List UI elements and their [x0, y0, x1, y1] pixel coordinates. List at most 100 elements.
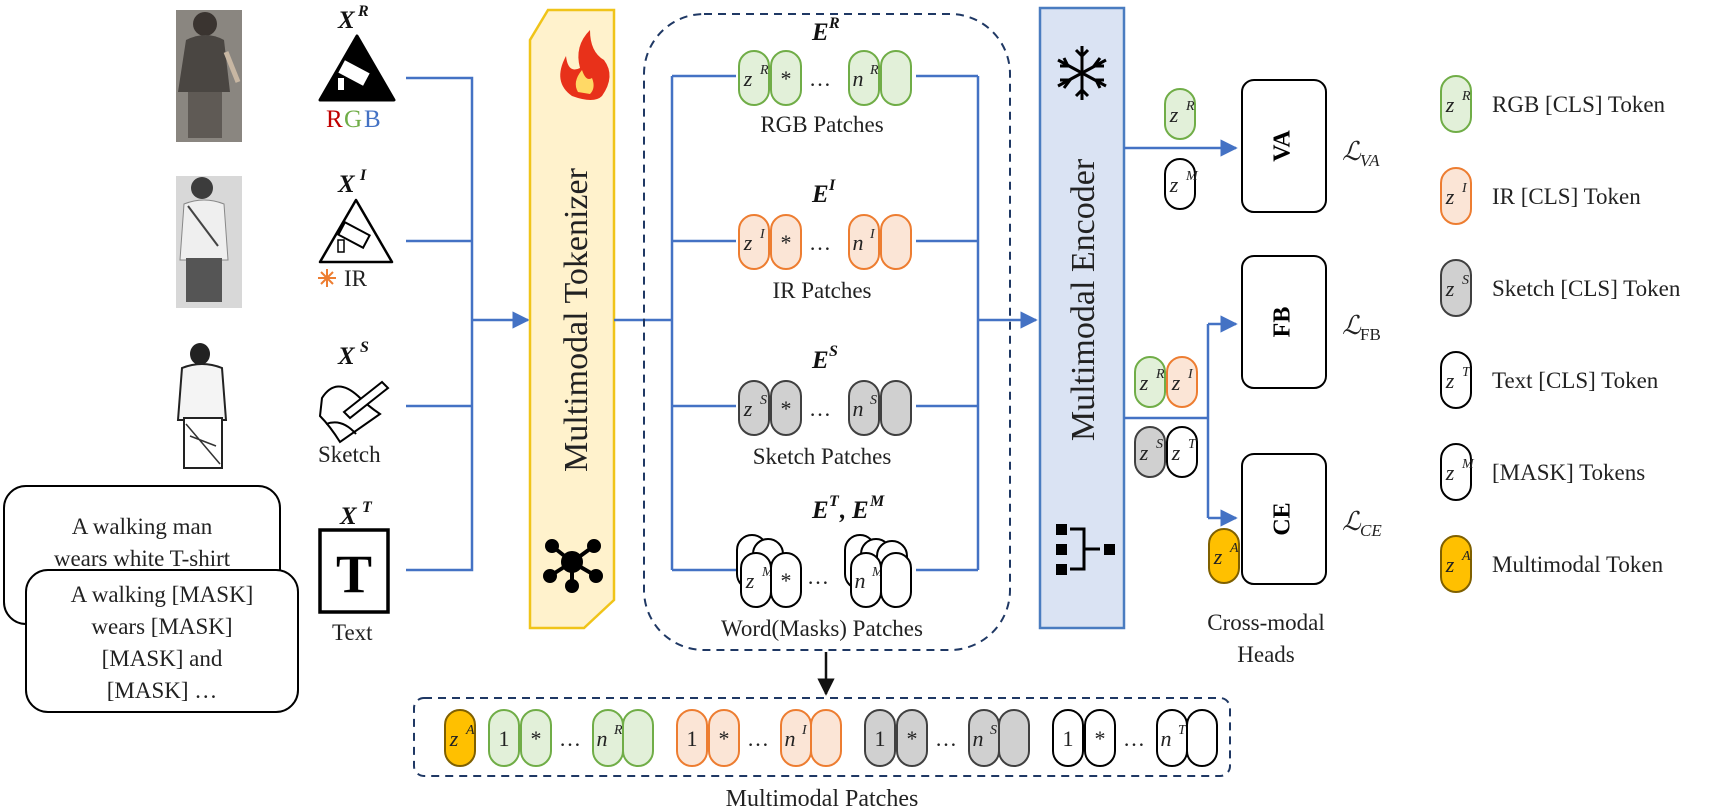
- embedding-label: Sketch Patches: [753, 444, 892, 469]
- text-label: Text: [332, 620, 373, 645]
- hierarchy-icon: [1056, 524, 1115, 575]
- token-text: *: [781, 230, 792, 255]
- loss-fb-sub: FB: [1360, 325, 1381, 344]
- mm-token-last-pad: [1186, 709, 1218, 767]
- embedding-title-sup: R: [828, 15, 840, 32]
- token-last-pad: [880, 552, 912, 608]
- legend-label: Sketch [CLS] Token: [1492, 276, 1681, 301]
- multimodal-encoder: Multimodal Encoder: [1038, 6, 1126, 630]
- sketch-symbol: X: [337, 343, 356, 370]
- token-sup: T: [1462, 365, 1471, 380]
- embedding-label: IR Patches: [772, 278, 871, 303]
- token-sup: T: [1178, 723, 1187, 738]
- rgb-modality: X R R G B: [318, 3, 396, 133]
- snowflake-icon: [1057, 46, 1107, 100]
- head-va: VA ℒ VA: [1241, 79, 1380, 213]
- head-connectors: [1124, 139, 1238, 527]
- token-text: 1: [1063, 726, 1074, 751]
- token-letter: z: [743, 66, 753, 91]
- text-document-icon: [318, 528, 390, 614]
- token-text: *: [531, 726, 542, 751]
- token-letter: z: [1445, 368, 1455, 393]
- ir-modality: X I IR: [318, 167, 394, 291]
- token-sup: S: [870, 393, 877, 408]
- ir-sup: I: [359, 167, 367, 184]
- token-text: *: [907, 726, 918, 751]
- token-letter: n: [855, 568, 866, 593]
- token-text: *: [1095, 726, 1106, 751]
- head-fb: FB ℒ FB: [1241, 255, 1381, 389]
- network-hub-icon: [543, 539, 603, 593]
- token-letter: z: [1445, 460, 1455, 485]
- rgb-label-b: B: [364, 106, 381, 133]
- mm-token-last-pad: [998, 709, 1030, 767]
- mm-token-star: *: [1084, 709, 1116, 767]
- token-letter: n: [973, 726, 984, 751]
- token-dots: …: [807, 564, 829, 589]
- token-sup: R: [759, 63, 769, 78]
- loss-ce-sub: CE: [1360, 521, 1382, 540]
- embedding-title: E: [811, 19, 829, 46]
- caption-masked-line: wears [MASK]: [91, 614, 232, 639]
- token-dots: …: [809, 66, 831, 91]
- legend-label: [MASK] Tokens: [1492, 460, 1645, 485]
- token-last-pad: [880, 50, 912, 106]
- embedding-title2-sup: M: [869, 493, 885, 510]
- mm-token-star: *: [708, 709, 740, 767]
- sketch-pencil-icon: [318, 380, 390, 444]
- token-star: *: [770, 214, 802, 270]
- token-sup: M: [1461, 457, 1475, 472]
- mm-token-one: 1: [676, 709, 708, 767]
- ir-symbol: X: [337, 171, 356, 198]
- loss-ce-symbol: ℒ: [1342, 507, 1362, 536]
- token-letter: z: [1171, 370, 1181, 395]
- mm-token-one: 1: [1052, 709, 1084, 767]
- token-letter: z: [745, 568, 755, 593]
- token-letter: n: [853, 396, 864, 421]
- token-sup: S: [990, 723, 997, 738]
- token-sup: I: [801, 723, 808, 738]
- token-sup: I: [869, 227, 876, 242]
- mm-token-last-pad: [622, 709, 654, 767]
- rgb-label-r: R: [326, 106, 343, 133]
- token-text: *: [719, 726, 730, 751]
- token-letter: z: [743, 396, 753, 421]
- loss-va-symbol: ℒ: [1342, 137, 1362, 166]
- token-sup: I: [1461, 181, 1468, 196]
- token-sup: I: [759, 227, 766, 242]
- caption-original-line: wears white T-shirt: [54, 546, 231, 571]
- embedding-title: E: [811, 497, 829, 524]
- token-letter: z: [1445, 184, 1455, 209]
- token-sup: I: [1187, 367, 1194, 382]
- rgb-symbol: X: [337, 7, 356, 34]
- token-letter: z: [449, 726, 459, 751]
- mm-token-one: 1: [488, 709, 520, 767]
- token-text: 1: [499, 726, 510, 751]
- text-symbol: X: [339, 503, 358, 530]
- token-sup: S: [760, 393, 767, 408]
- mm-token-star: *: [896, 709, 928, 767]
- token-sup: A: [465, 723, 475, 738]
- mm-token-dots: …: [747, 726, 769, 751]
- token-letter: z: [1169, 102, 1179, 127]
- token-sup: A: [1229, 541, 1239, 556]
- legend-label: Multimodal Token: [1492, 552, 1664, 577]
- token-letter: z: [1445, 92, 1455, 117]
